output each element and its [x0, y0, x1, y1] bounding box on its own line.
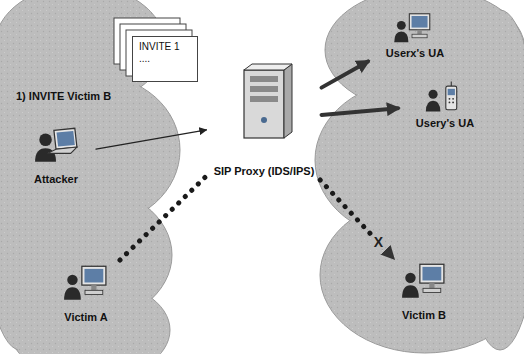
server-bay	[250, 76, 278, 82]
server-bay	[250, 96, 278, 102]
server-bay	[250, 86, 278, 92]
cloud-lobe	[461, 11, 524, 349]
blocked-message-line	[320, 180, 393, 258]
node-text: Userx's UA	[386, 47, 444, 60]
user-agent-node: Usery's UA	[400, 78, 490, 130]
victim-pc-icon	[402, 264, 444, 297]
victim-pc-icon	[64, 266, 106, 299]
attacker-laptop-icon	[35, 128, 77, 161]
victim-node: Victim B	[384, 260, 464, 322]
server-icon	[244, 64, 292, 138]
message-label: 1) INVITE Victim B	[16, 90, 111, 102]
node-text: Victim B	[402, 309, 446, 322]
user-pc-icon	[394, 14, 430, 42]
server-case	[244, 70, 284, 138]
dotted-message-line	[120, 176, 207, 260]
server-light	[261, 117, 267, 123]
user-phone-icon	[426, 82, 457, 112]
right-cloud-fill	[316, 0, 524, 352]
server-top	[244, 64, 292, 70]
node-text: Victim A	[64, 311, 107, 324]
attacker-node: Attacker	[18, 126, 94, 186]
node-text: Usery's UA	[416, 117, 474, 130]
node-text: Attacker	[34, 173, 78, 186]
right-cloud	[315, 0, 524, 353]
message-sheet: INVITE 1....	[132, 36, 198, 82]
user-agent-node: Userx's UA	[370, 10, 460, 60]
forward-arrow	[322, 108, 399, 115]
node-text: INVITE 1	[139, 41, 180, 53]
server-side	[284, 64, 292, 138]
node-text: SIP Proxy (IDS/IPS)	[214, 165, 315, 178]
node-text: ....	[139, 53, 150, 65]
attack-arrow	[96, 130, 207, 149]
edge-label: X	[372, 235, 385, 249]
victim-node: Victim A	[46, 262, 126, 324]
forward-arrow	[322, 61, 369, 87]
proxy-node: SIP Proxy (IDS/IPS)	[209, 62, 320, 178]
